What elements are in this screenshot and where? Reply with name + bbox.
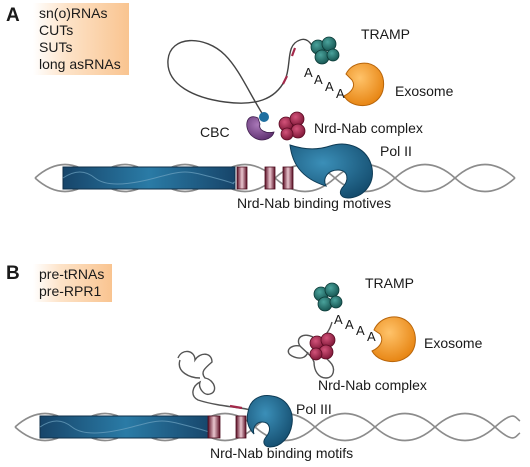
- gene-body-b: [39, 415, 213, 439]
- ncrna-type-label: sn(o)RNAs: [39, 5, 108, 21]
- exosome-b: [371, 316, 416, 363]
- tramp-label-b: TRAMP: [365, 275, 414, 291]
- motifs-label-b: Nrd-Nab binding motifs: [210, 445, 354, 461]
- panel-letter-b: B: [6, 263, 20, 284]
- motif-box: [264, 166, 276, 190]
- tramp-label-a: TRAMP: [361, 26, 410, 42]
- polya-letter: A: [356, 323, 365, 338]
- polya-letter: A: [314, 72, 323, 87]
- rna-strand-a: [167, 38, 319, 119]
- motif-box: [235, 415, 247, 439]
- nrd-nab-label-a: Nrd-Nab complex: [314, 120, 423, 136]
- polya-letter: A: [345, 317, 354, 332]
- rna-motif-mark-b: [229, 404, 243, 410]
- ncrna-type-label: pre-tRNAs: [39, 266, 105, 282]
- ncrna-type-label: long asRNAs: [39, 56, 121, 72]
- nrd-nab-complex-b: [309, 332, 336, 361]
- tramp-complex-b: [313, 282, 343, 312]
- motif-box: [282, 166, 294, 190]
- binding-motifs-b: [207, 415, 247, 439]
- motif-box: [236, 166, 248, 190]
- ncrna-type-box-b: pre-tRNAs pre-RPR1: [33, 264, 113, 302]
- tramp-complex-a: [310, 36, 340, 65]
- pol-iii: [246, 395, 293, 448]
- motif-box: [207, 415, 221, 439]
- nrd-nab-label-b: Nrd-Nab complex: [318, 377, 427, 393]
- ncrna-type-box-a: sn(o)RNAs CUTs SUTs long asRNAs: [33, 3, 129, 75]
- ncrna-type-label: SUTs: [39, 39, 73, 55]
- rna-motif-marks-a: [282, 47, 297, 85]
- exosome-label-a: Exosome: [395, 83, 454, 99]
- gene-body-a: [62, 166, 236, 190]
- cbc-label: CBC: [200, 124, 230, 140]
- polya-letter: A: [325, 79, 334, 94]
- pol-label-a: Pol II: [380, 143, 412, 159]
- polya-letter: A: [334, 312, 343, 327]
- pol-ii: [289, 143, 373, 199]
- motifs-label-a: Nrd-Nab binding motives: [237, 195, 392, 211]
- polya-letter: A: [304, 65, 313, 80]
- gene-helix-overlay-a: [62, 171, 236, 185]
- nrd-nab-complex-a: [278, 111, 306, 141]
- polya-letter: A: [367, 329, 376, 344]
- cbc-complex: [246, 112, 275, 141]
- polya-letter: A: [336, 86, 345, 101]
- exosome-label-b: Exosome: [424, 335, 483, 351]
- pol-label-b: Pol III: [296, 401, 332, 417]
- ncrna-type-label: pre-RPR1: [39, 283, 102, 299]
- panel-letter-a: A: [6, 5, 20, 26]
- ncrna-type-label: CUTs: [39, 22, 74, 38]
- binding-motifs-a: [236, 166, 294, 190]
- exosome-a: [343, 62, 385, 107]
- trna-structure-left: [177, 350, 257, 413]
